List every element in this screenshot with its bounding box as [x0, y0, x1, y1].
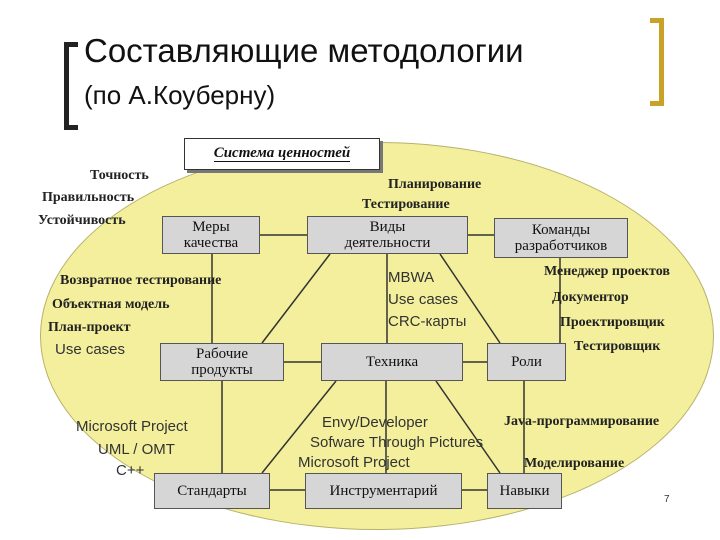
label-quality-correctness: Правильность — [42, 190, 135, 205]
label-wp-plan-project: План-проект — [48, 320, 131, 335]
label-activity-planning: Планирование — [388, 177, 482, 192]
slide-subtitle: (по А.Коуберну) — [84, 80, 276, 110]
label-role-designer: Проектировщик — [560, 315, 665, 330]
slide-title: Составляющие методологии — [84, 32, 524, 69]
label-tool-envy-developer: Envy/Developer — [322, 414, 428, 431]
page-number: 7 — [664, 494, 670, 505]
right-bracket-decoration — [650, 18, 664, 106]
label-role-documenter: Документор — [552, 290, 629, 305]
box-tools: Инструментарий — [305, 473, 462, 509]
label-std-uml-omt: UML / OMT — [98, 441, 175, 458]
connector-diagonal-activities-workproducts — [261, 253, 331, 344]
label-std-ms-project: Microsoft Project — [76, 418, 188, 435]
box-skills: Навыки — [487, 473, 562, 509]
label-tool-stp: Sofware Through Pictures — [310, 434, 484, 451]
box-teams: Команды разработчиков — [494, 218, 628, 258]
connector-diagonal-activities-roles — [439, 253, 501, 344]
values-system-label: Система ценностей — [213, 145, 351, 162]
values-system-box: Система ценностей — [184, 138, 380, 170]
label-tool-ms-project: Microsoft Project — [298, 454, 410, 471]
left-bracket-decoration — [64, 42, 78, 130]
label-tech-use-cases: Use cases — [388, 291, 459, 308]
label-wp-use-cases: Use cases — [55, 341, 126, 358]
label-role-tester: Тестировщик — [574, 339, 661, 354]
box-activities: Виды деятельности — [307, 216, 468, 254]
box-technique: Техника — [321, 343, 463, 381]
box-standards: Стандарты — [154, 473, 270, 509]
connector-diagonal-technique-skills — [435, 380, 501, 474]
box-roles: Роли — [487, 343, 566, 381]
box-work-products: Рабочие продукты — [160, 343, 284, 381]
label-wp-regression-testing: Возвратное тестирование — [60, 273, 222, 288]
label-skill-modeling: Моделирование — [524, 456, 625, 471]
box-quality-measures: Меры качества — [162, 216, 260, 254]
label-tech-crc-cards: CRC-карты — [388, 313, 467, 330]
label-role-project-manager: Менеджер проектов — [544, 264, 670, 279]
label-skill-java: Java-программирование — [504, 414, 660, 429]
label-std-cpp: C++ — [116, 462, 145, 479]
label-quality-robustness: Устойчивость — [38, 213, 126, 228]
label-wp-object-model: Объектная модель — [52, 297, 170, 312]
slide-title-block: Составляющие методологии (по А.Коуберну) — [62, 18, 682, 130]
label-activity-testing: Тестирование — [362, 197, 450, 212]
label-quality-precision: Точность — [90, 168, 149, 183]
connector-diagonal-technique-standards — [261, 380, 337, 474]
label-tech-mbwa: MBWA — [388, 269, 435, 286]
